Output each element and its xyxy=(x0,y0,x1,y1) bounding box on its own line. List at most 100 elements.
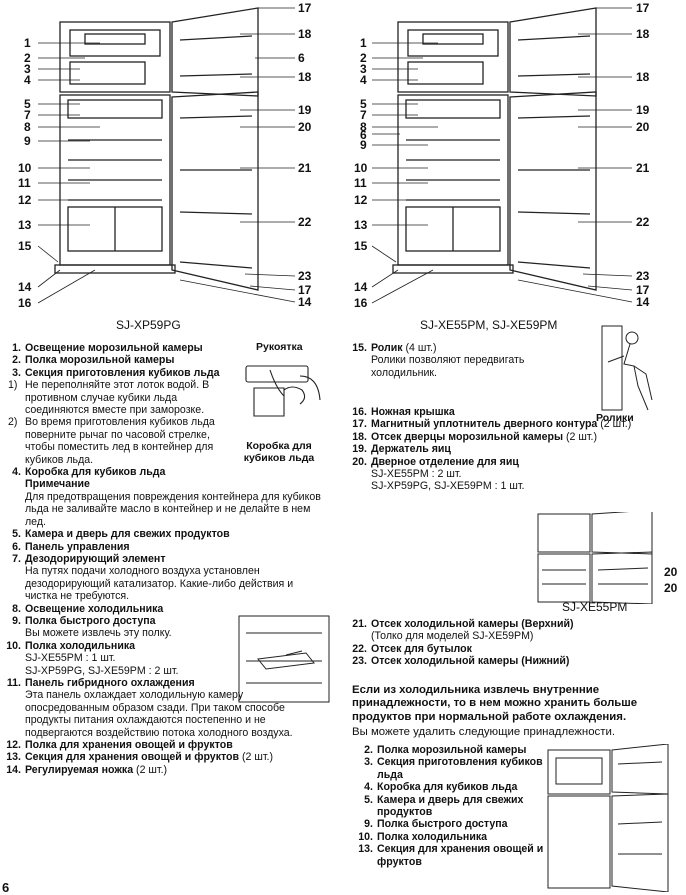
callout: 14 xyxy=(18,280,32,294)
callout: 7 xyxy=(24,108,31,122)
list-item: 22.Отсек для бутылок xyxy=(352,642,472,655)
callout: 4 xyxy=(24,73,31,87)
list-item: 12.Полка для хранения овощей и фруктов xyxy=(6,739,233,751)
callout: 20 xyxy=(298,120,312,134)
list-note: SJ-XE55PM : 2 шт. xyxy=(371,468,462,481)
list-item: 2.Полка морозильной камеры xyxy=(12,354,175,367)
callout: 8 xyxy=(360,120,367,134)
callout: 13 xyxy=(18,218,32,232)
callout: 9 xyxy=(24,134,31,148)
removable-list: 2.Полка морозильной камеры 3.Секция приг… xyxy=(356,744,544,868)
list-item: 8.Освещение холодильника xyxy=(12,602,164,615)
list-subitem: 2)Во время приготовления кубиков льда по… xyxy=(8,416,215,466)
list-item: 17.Магнитный уплотнитель дверного контур… xyxy=(352,418,632,431)
callout: 8 xyxy=(24,120,31,134)
callout: 17 xyxy=(636,1,650,15)
list-item: 10.Полка холодильника xyxy=(358,830,488,843)
list-item: 10.Полка холодильника xyxy=(6,639,136,652)
fridge-figure-left xyxy=(37,7,633,304)
quick-shelf-illustration xyxy=(238,615,330,703)
callout: 5 xyxy=(360,97,367,111)
list-item: 19.Держатель яиц xyxy=(352,443,451,456)
list-note: Для предотвращения повреждения контейнер… xyxy=(25,490,321,528)
list-item: 11.Панель гибридного охлаждения xyxy=(6,676,195,689)
list-note: SJ-XE55PM : 1 шт. xyxy=(25,652,116,665)
parts-list-right: 15.Ролик (4 шт.) Ролики позволяют передв… xyxy=(350,342,682,379)
callout: 11 xyxy=(354,176,367,190)
callout: 18 xyxy=(636,70,650,84)
callout: 17 xyxy=(298,1,312,15)
callout: 19 xyxy=(298,103,312,117)
callout: 10 xyxy=(354,161,368,175)
callout: 9 xyxy=(360,138,367,152)
list-item: 3.Секция приготовления кубиков льда xyxy=(364,756,543,781)
list-item: 2.Полка морозильной камеры xyxy=(364,744,527,756)
callout: 2 xyxy=(24,51,31,65)
empty-fridge-illustration xyxy=(547,744,669,892)
callout: 23 xyxy=(298,269,312,283)
list-note: Ролики позволяют передвигать холодильник… xyxy=(371,354,525,379)
callout: 4 xyxy=(360,73,367,87)
parts-list-left: 1.Освещение морозильной камеры 2.Полка м… xyxy=(4,342,326,776)
list-item: 9.Полка быстрого доступа xyxy=(12,614,156,627)
list-item: 4.Коробка для кубиков льда xyxy=(364,781,518,794)
figure-caption-right: SJ-XE55PM, SJ-XE59PM xyxy=(420,318,558,332)
list-item: 13.Секция для хранения овощей и фруктов xyxy=(358,843,544,868)
list-item-rollers: 15.Ролик (4 шт.) xyxy=(352,342,437,354)
callout: 12 xyxy=(354,193,368,207)
removal-note-text: Вы можете удалить следующие принадлежнос… xyxy=(352,726,615,739)
list-item: 13.Секция для хранения овощей и фруктов … xyxy=(6,751,273,764)
callout: 10 xyxy=(18,161,32,175)
list-item: 20.Дверное отделение для яиц xyxy=(352,455,519,468)
callout: 23 xyxy=(636,269,650,283)
callout: 14 xyxy=(636,295,650,309)
callout: 18 xyxy=(298,70,312,84)
removal-note-bold: Если из холодильника извлечь внутренние … xyxy=(352,684,638,723)
list-item: 5.Камера и дверь для свежих продуктов xyxy=(12,528,230,541)
callout: 3 xyxy=(360,62,367,76)
callout: 18 xyxy=(298,27,312,41)
callout: 13 xyxy=(354,218,368,232)
list-item: 23.Отсек холодильной камеры (Нижний) xyxy=(352,655,570,668)
list-item: 7.Дезодорирующий элемент xyxy=(12,552,166,565)
list-item: 14.Регулируемая ножка (2 шт.) xyxy=(6,763,168,776)
list-item: 1.Освещение морозильной камеры xyxy=(12,342,203,354)
list-item: 4.Коробка для кубиков льда xyxy=(12,466,166,479)
callout: 11 xyxy=(18,176,31,190)
callout: 22 xyxy=(636,215,650,229)
list-item: 18.Отсек дверцы морозильной камеры (2 шт… xyxy=(352,430,597,443)
parts-list-right-b: 21.Отсек холодильной камеры (Верхний) (Т… xyxy=(350,618,682,668)
callout: 1 xyxy=(360,36,367,50)
callout: 15 xyxy=(18,239,32,253)
callout: 20 xyxy=(636,120,650,134)
callout: 16 xyxy=(18,296,32,310)
callout: 17 xyxy=(298,283,312,297)
list-note: Эта панель охлаждает холодильную камеру … xyxy=(25,689,293,739)
list-item: 6.Панель управления xyxy=(12,540,130,553)
rollers-label: Ролики xyxy=(596,412,634,424)
list-item: 5.Камера и дверь для свежих продуктов xyxy=(364,793,524,819)
list-note: (Толко для моделей SJ-XE59PM) xyxy=(371,630,534,643)
list-subitem: 1)Не переполняйте этот лоток водой. В пр… xyxy=(8,379,210,417)
ice-box-illustration xyxy=(245,365,321,417)
fridge-figure-small xyxy=(537,512,653,604)
rollers-illustration xyxy=(601,325,653,411)
callout: 20 xyxy=(664,581,678,595)
callout: 6 xyxy=(298,51,305,65)
callout: 5 xyxy=(24,97,31,111)
list-item: 21.Отсек холодильной камеры (Верхний) xyxy=(352,618,574,630)
callout: 18 xyxy=(636,27,650,41)
callout: 12 xyxy=(18,193,32,207)
callout: 14 xyxy=(354,280,368,294)
handle-label: Рукоятка xyxy=(256,341,303,353)
list-item: 9.Полка быстрого доступа xyxy=(364,818,508,831)
note-heading: Примечание xyxy=(25,478,90,491)
callout: 15 xyxy=(354,239,368,253)
figure-caption-left: SJ-XP59PG xyxy=(116,318,181,332)
callout: 7 xyxy=(360,108,367,122)
callout: 17 xyxy=(636,283,650,297)
figure-caption-small: SJ-XE55PM xyxy=(562,600,628,614)
callout: 14 xyxy=(298,295,312,309)
callout: 20 xyxy=(664,565,678,579)
callout: 6 xyxy=(360,128,367,142)
